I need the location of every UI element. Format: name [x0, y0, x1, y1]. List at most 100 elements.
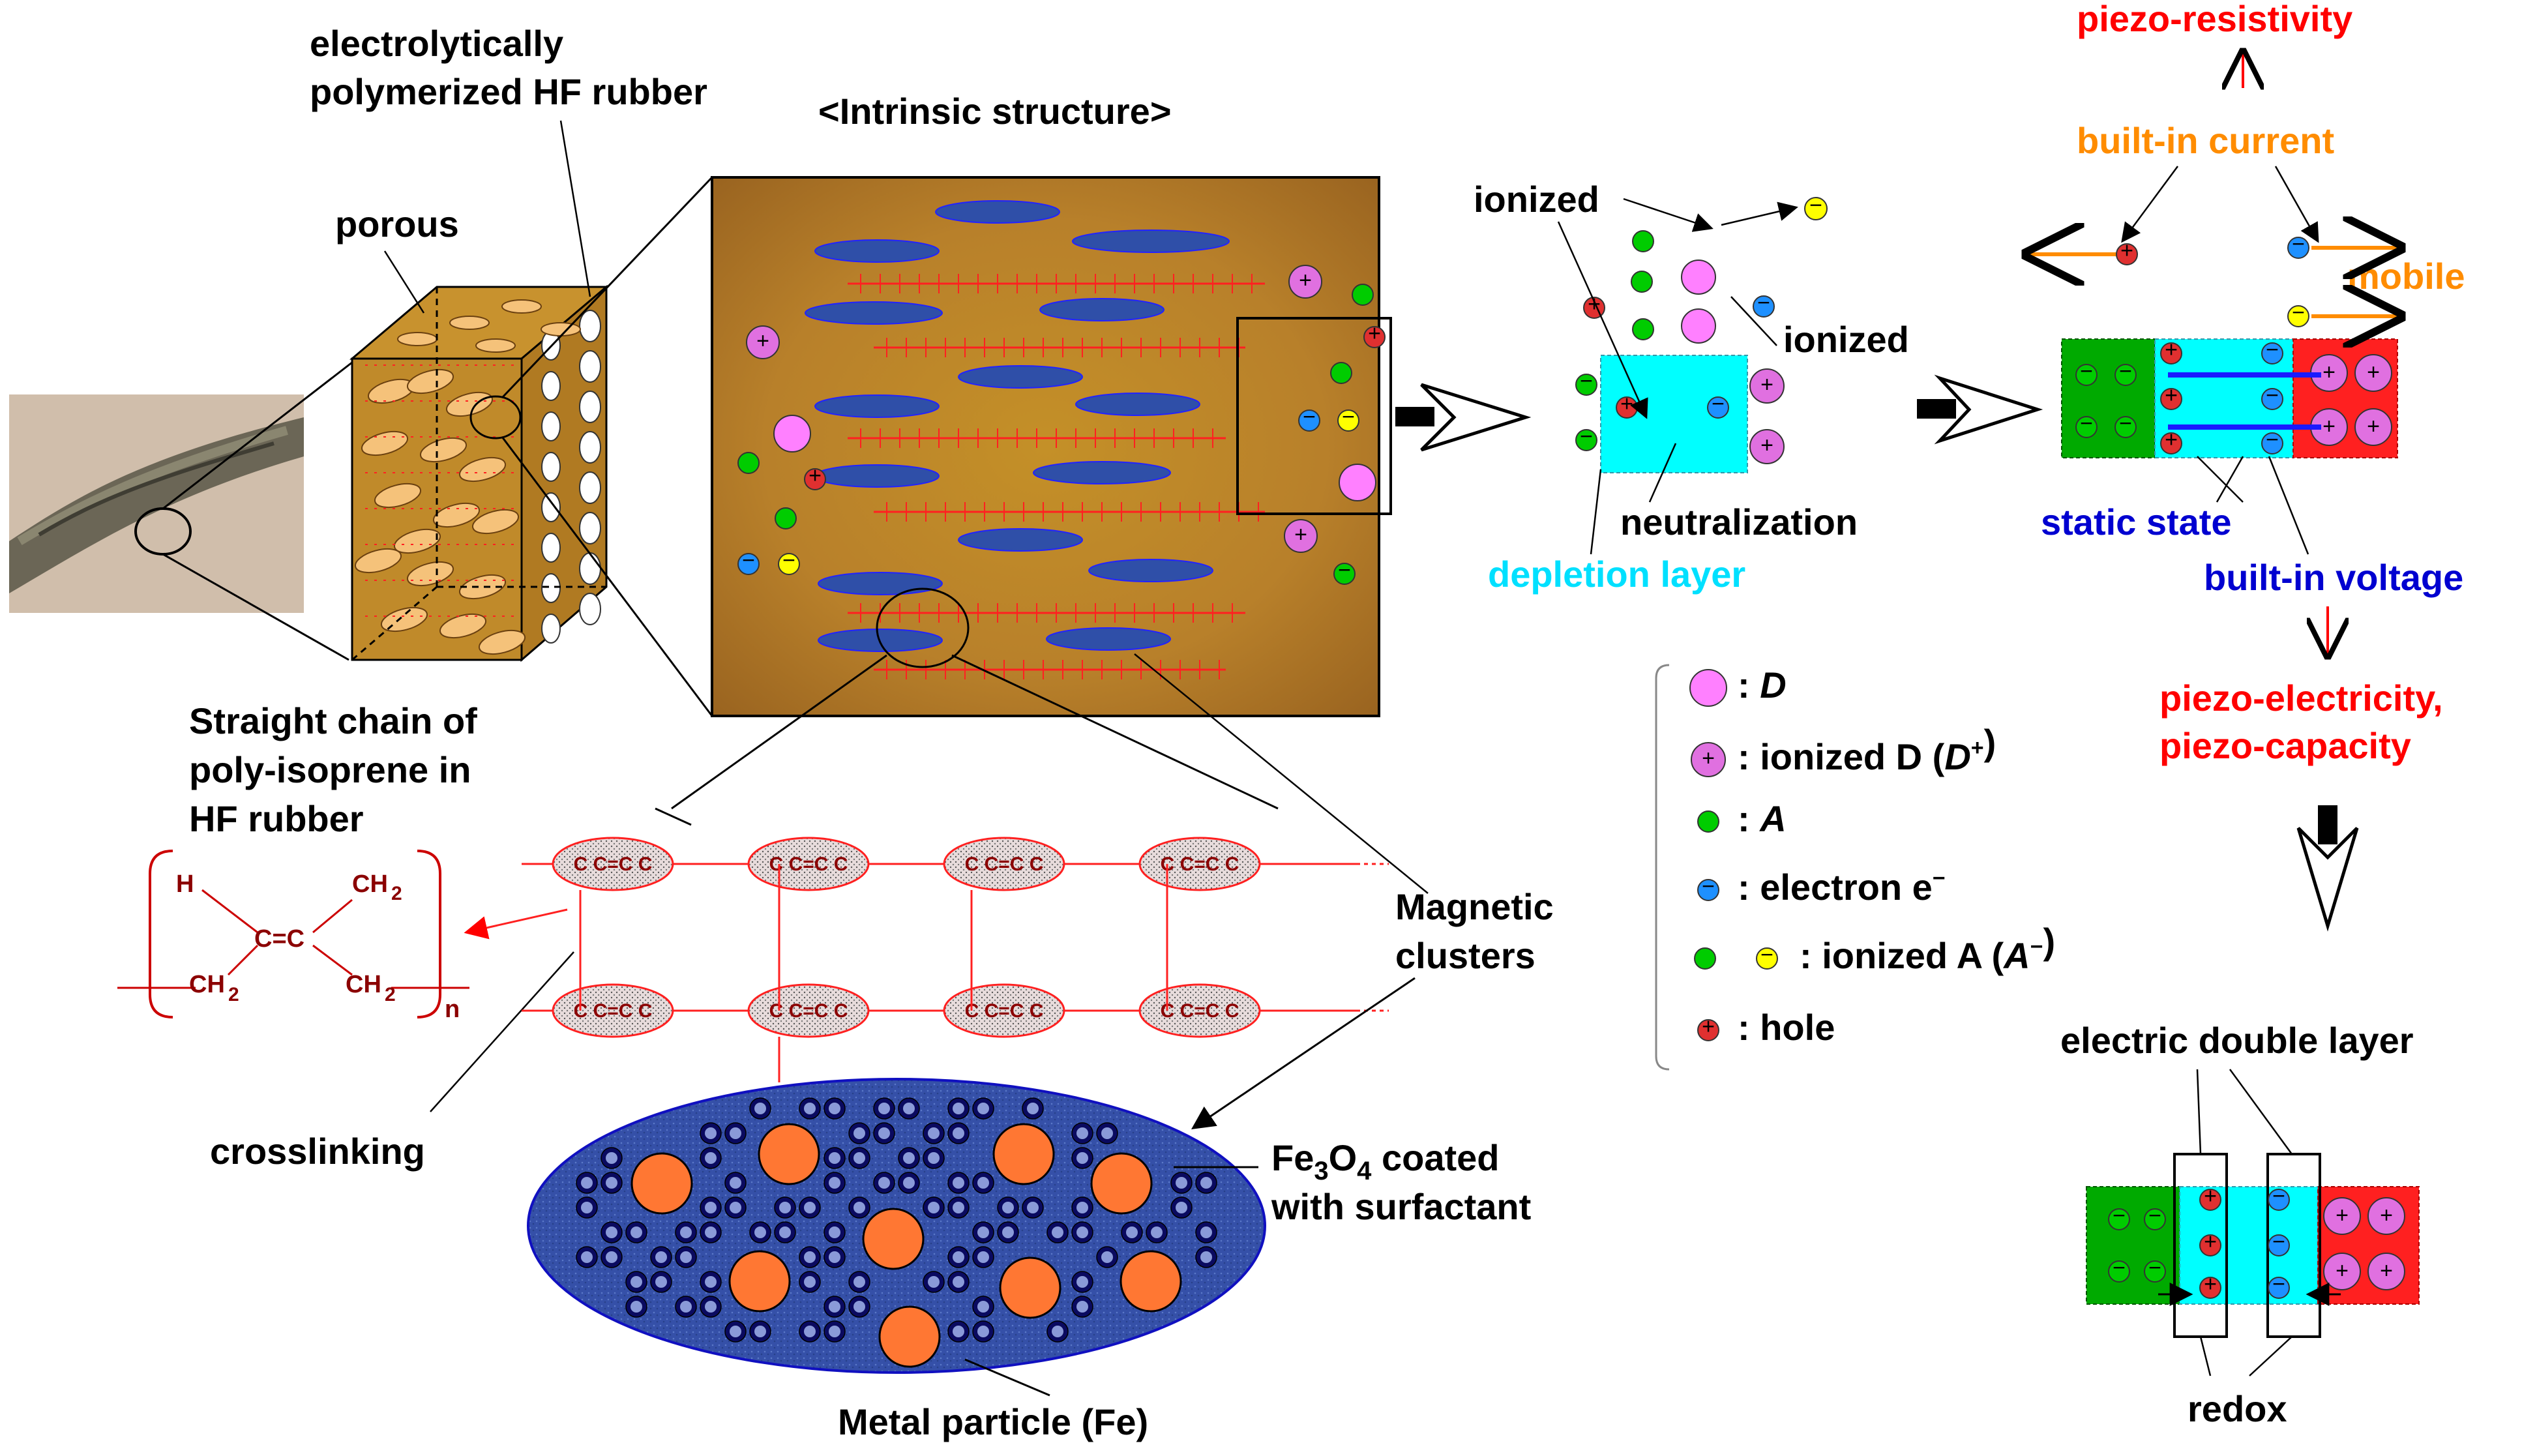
- fe3o4-particle: [675, 1246, 697, 1268]
- pore-opening: [579, 552, 601, 585]
- svg-text:+: +: [2120, 239, 2133, 263]
- ionized-acceptor: −: [1333, 558, 1356, 585]
- svg-text:C C=C C: C C=C C: [965, 1000, 1044, 1022]
- label-neutralization: neutralization: [1620, 501, 1858, 542]
- svg-text:−: −: [1303, 405, 1316, 430]
- hole: +: [2199, 1272, 2221, 1299]
- fe3o4-particle: [923, 1147, 945, 1169]
- svg-text:C C=C C: C C=C C: [1161, 854, 1239, 875]
- pore: [445, 391, 494, 417]
- svg-text:+: +: [2380, 1203, 2393, 1228]
- ionized-acceptor: −: [2287, 301, 2309, 327]
- hole: +: [804, 464, 826, 490]
- isoprene-unit: C C=C C: [1138, 837, 1261, 891]
- svg-text:−: −: [2272, 1184, 2285, 1209]
- fe3o4-particle: [947, 1246, 970, 1268]
- pore: [354, 548, 402, 574]
- acceptor: [775, 507, 797, 529]
- label-mobile: mobile: [2347, 256, 2465, 297]
- ionized-donor: +: [2323, 1197, 2361, 1235]
- formula-h: H: [176, 870, 194, 898]
- svg-text:+: +: [2336, 1203, 2349, 1228]
- electron: −: [2261, 383, 2283, 410]
- ionized-acceptor: −: [1337, 405, 1359, 432]
- fe3o4-particle: [923, 1122, 945, 1144]
- svg-text:+: +: [1702, 1015, 1715, 1039]
- hole: +: [2199, 1184, 2221, 1211]
- legend-symbol: +: [1697, 1015, 1719, 1041]
- svg-text:+: +: [1620, 392, 1633, 417]
- pore-opening: [579, 391, 601, 423]
- pore-opening: [579, 512, 601, 544]
- fe3o4-particle: [1071, 1221, 1093, 1243]
- pore: [374, 483, 422, 509]
- svg-text:−: −: [1757, 291, 1770, 316]
- static-state-junction: −−−−+++−−−++++: [2061, 338, 2398, 458]
- label-magnetic: Magnetic: [1395, 886, 1554, 927]
- fe3o4-particle: [1195, 1221, 1217, 1243]
- label-polymerized: polymerized HF rubber: [310, 71, 707, 112]
- fe3o4-particle: [972, 1246, 994, 1268]
- svg-text:C C=C C: C C=C C: [769, 1000, 848, 1022]
- label-straight-chain-3: HF rubber: [189, 798, 364, 839]
- fe3o4-particle: [601, 1246, 623, 1268]
- legend-symbol: +: [1691, 742, 1726, 777]
- pore: [478, 629, 526, 655]
- acceptor: [737, 452, 760, 474]
- label-porous: porous: [335, 203, 459, 245]
- donor: [773, 415, 811, 453]
- svg-text:−: −: [2113, 1256, 2126, 1281]
- fe3o4-particle: [700, 1147, 722, 1169]
- fe3o4-particle: [848, 1271, 870, 1293]
- pore: [501, 299, 542, 314]
- hole: +: [1583, 292, 1605, 319]
- svg-text:+: +: [1299, 268, 1312, 293]
- label-piezo-capacity: piezo-capacity: [2159, 725, 2411, 766]
- fe-particle: [1090, 1152, 1153, 1215]
- fe3o4-particle: [848, 1122, 870, 1144]
- fe3o4-particle: [947, 1320, 970, 1343]
- porous-block: [349, 284, 610, 662]
- fe3o4-particle: [799, 1196, 821, 1219]
- fe3o4-particle: [601, 1221, 623, 1243]
- fe3o4-particle: [576, 1172, 598, 1194]
- transition-arrow-3: [2296, 805, 2359, 932]
- svg-text:+: +: [2204, 1230, 2217, 1255]
- ionized-acceptor: −: [1575, 424, 1597, 451]
- fe3o4-particle: [1022, 1196, 1044, 1219]
- fe3o4-particle: [650, 1271, 672, 1293]
- zoom-line: [162, 553, 349, 661]
- label-electrolytically: electrolytically: [310, 23, 563, 64]
- svg-text:−: −: [2266, 383, 2279, 408]
- electron: −: [2261, 338, 2283, 364]
- legend-item: : A: [1697, 798, 1787, 839]
- label-straight-chain-2: poly-isoprene in: [189, 749, 471, 790]
- fe3o4-particle: [972, 1296, 994, 1318]
- ionized-acceptor: −: [1804, 193, 1828, 220]
- ionized-acceptor: −: [2075, 359, 2098, 386]
- svg-text:−: −: [1760, 943, 1773, 968]
- label-ionized-top: ionized: [1474, 179, 1599, 220]
- formula-ch2-left: CH: [189, 971, 225, 998]
- fe3o4-particle: [1170, 1196, 1193, 1219]
- svg-text:C C=C C: C C=C C: [769, 854, 848, 875]
- pore: [406, 561, 454, 587]
- formula-ch2-top: CH: [352, 870, 388, 898]
- fe3o4-particle: [650, 1246, 672, 1268]
- pore-opening: [541, 614, 561, 644]
- fe3o4-particle: [1170, 1172, 1193, 1194]
- legend-text: : D: [1738, 664, 1787, 706]
- pore: [458, 456, 507, 483]
- formula-double-bond: C=C: [254, 925, 304, 953]
- label-straight-chain-1: Straight chain of: [189, 700, 477, 741]
- legend: : D+: ionized D (D+): A−: electron e−−: …: [1655, 664, 2055, 1071]
- ionized-donor: +: [2323, 1253, 2361, 1290]
- legend-item: : D: [1689, 664, 1787, 707]
- svg-text:+: +: [1294, 522, 1307, 547]
- magnetic-cluster-ellipse: [958, 528, 1083, 552]
- fe3o4-particle: [1071, 1147, 1093, 1169]
- acceptor: [1330, 362, 1352, 384]
- hole: +: [2199, 1230, 2221, 1256]
- zoom-line: [162, 359, 356, 510]
- legend-symbol: −: [1756, 943, 1778, 970]
